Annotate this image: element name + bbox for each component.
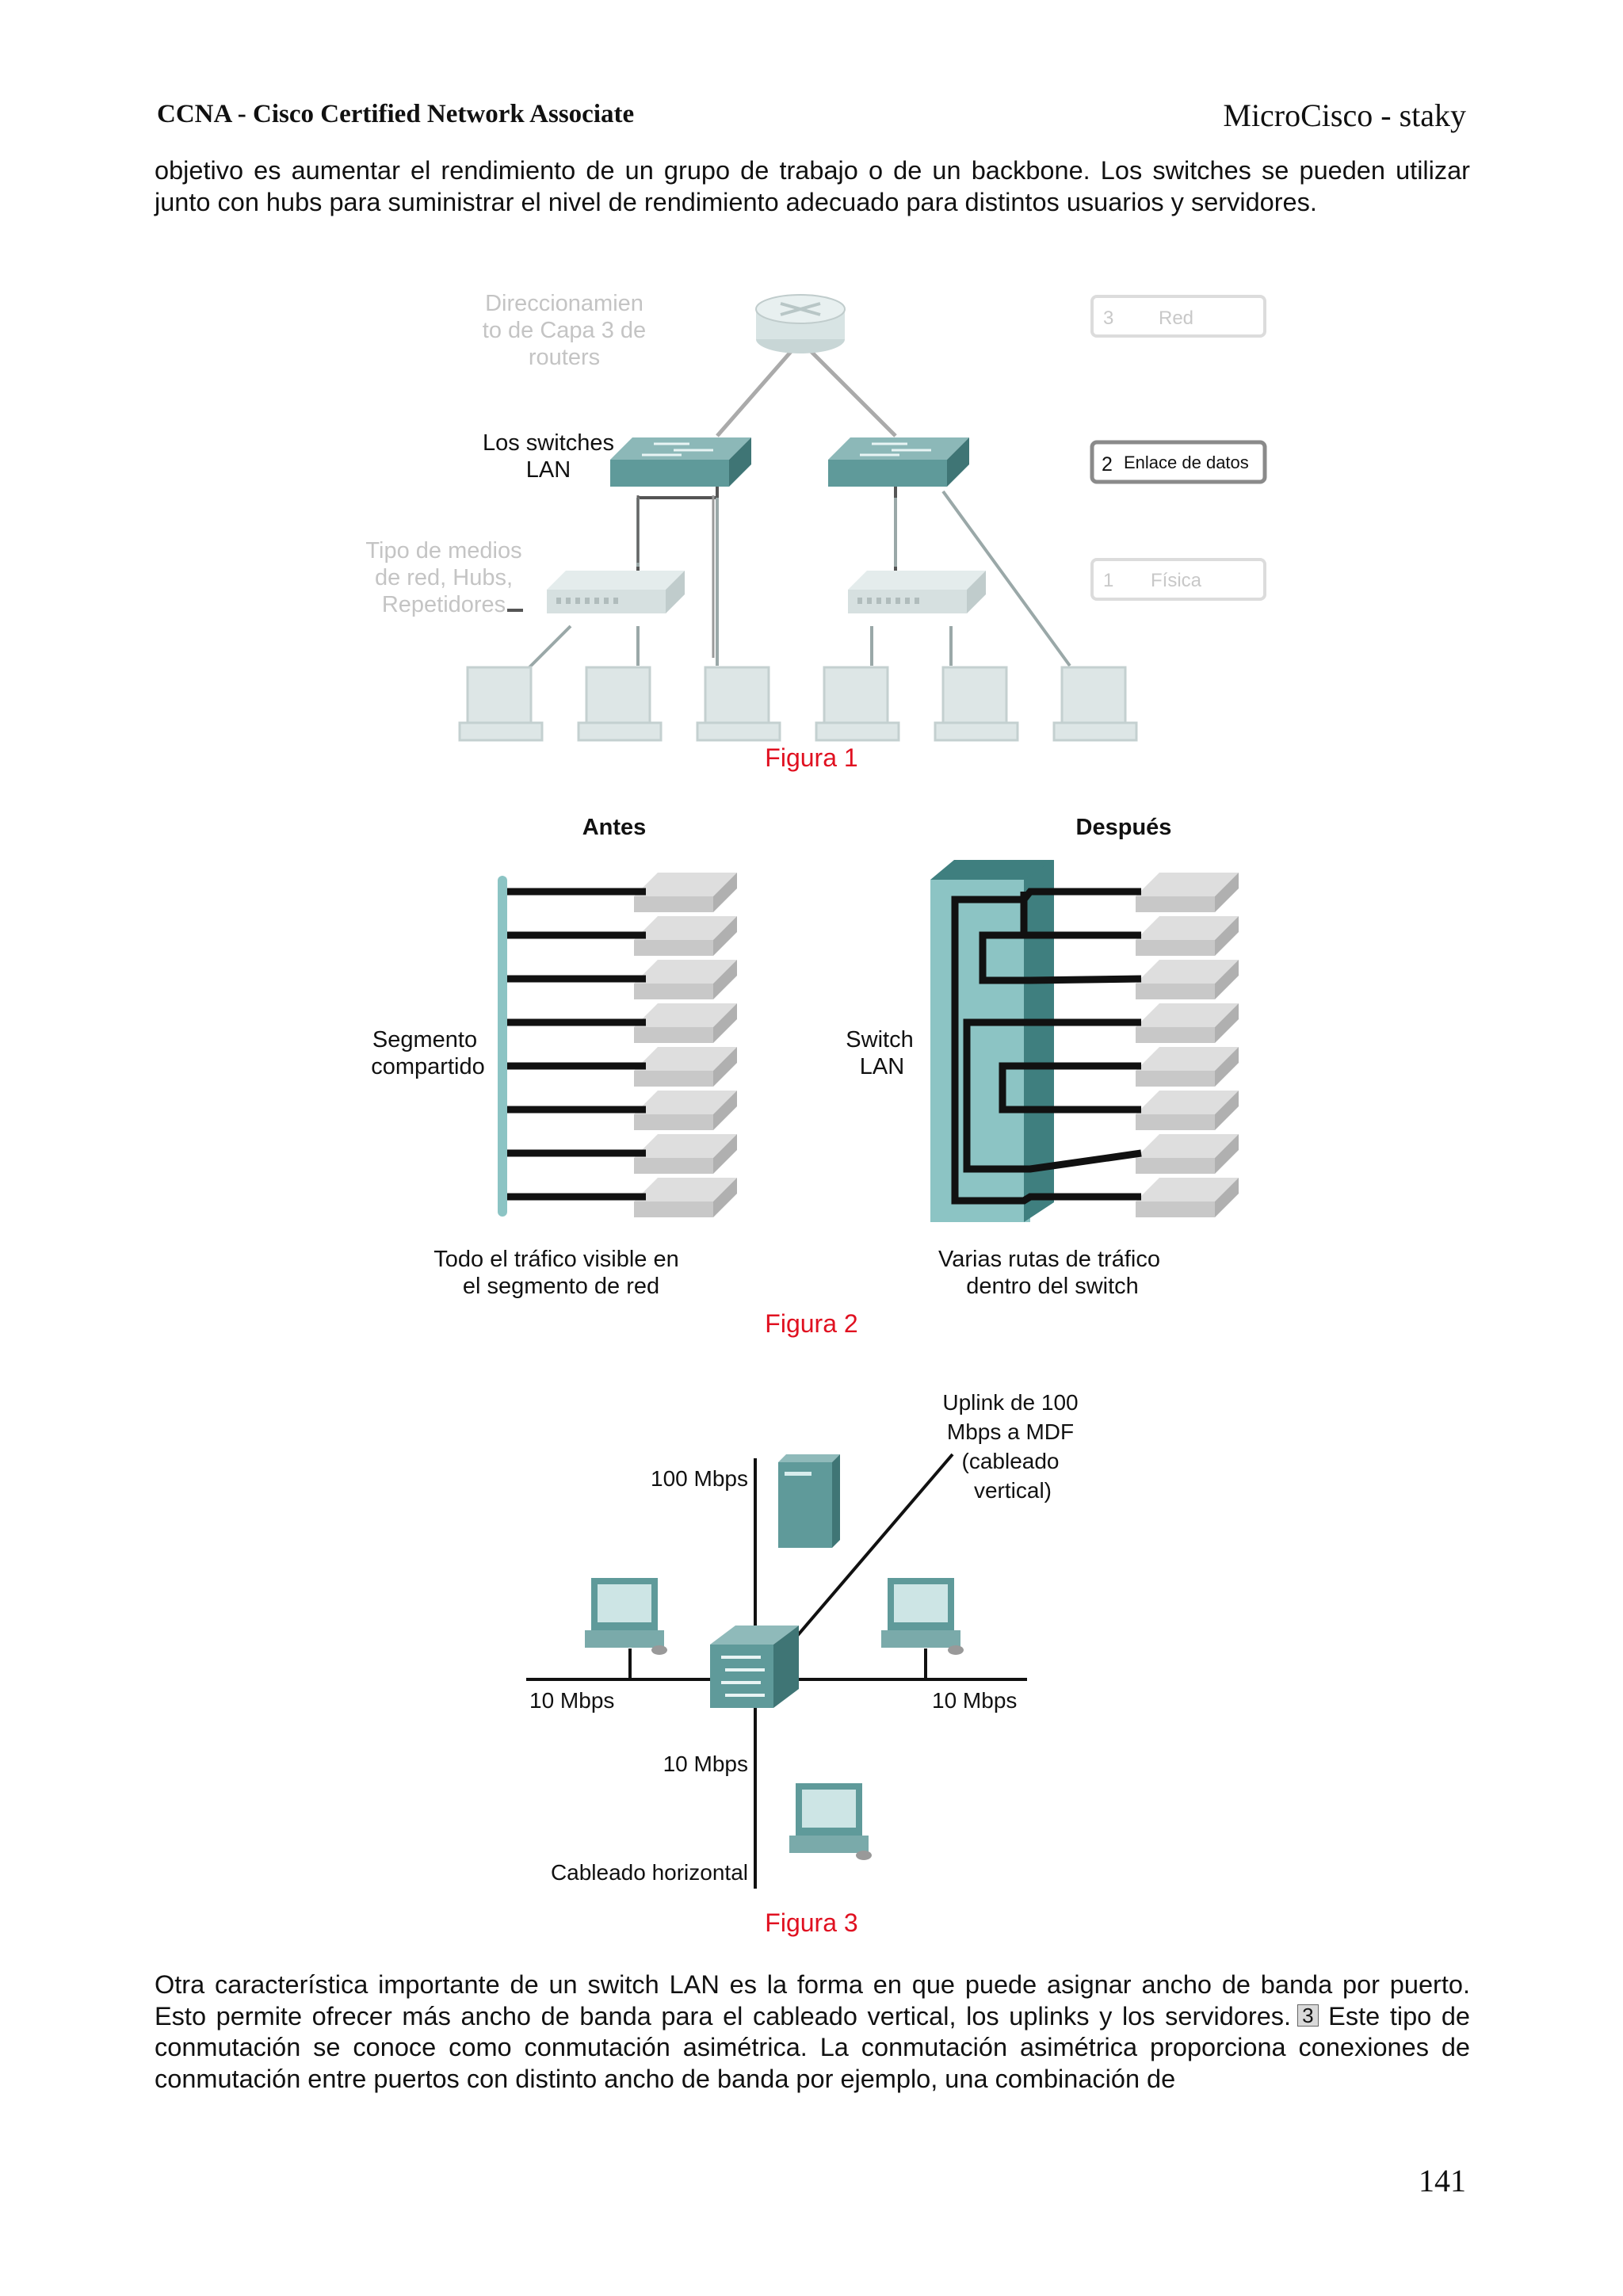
paragraph-bandwidth-part1: Otra característica importante de un swi… [155, 1970, 1470, 2030]
note-after-line2: dentro del switch [966, 1274, 1139, 1299]
label-segment-line2: compartido [371, 1054, 484, 1079]
label-switches-line2: LAN [526, 457, 571, 483]
server-icon [778, 1454, 840, 1548]
horizontal-cabling-label: Cableado horizontal [551, 1860, 748, 1885]
uplink-line4: vertical) [974, 1478, 1052, 1503]
layer-2-box: 2 Enlace de datos [1090, 440, 1267, 484]
svg-text:3: 3 [1103, 308, 1113, 329]
label-routing-line2: to de Capa 3 de [483, 318, 646, 343]
pc-icon [881, 1578, 964, 1655]
label-routing-line3: routers [529, 345, 600, 370]
shared-segment [498, 876, 507, 1217]
layer-1-box: 1 Física [1090, 558, 1266, 601]
link-hub1-pc1 [521, 625, 572, 675]
pc-icon [458, 666, 544, 742]
link-router-switch2 [799, 339, 897, 437]
figure-2: Antes Después Segmento compartido Todo e… [341, 797, 1284, 1312]
label-media-line2: de red, Hubs, [375, 565, 513, 590]
link-switch2-pc6 [941, 490, 1071, 667]
label-switches-line1: Los switches [483, 430, 614, 456]
pc-icon [696, 666, 781, 742]
switch-icon [710, 1626, 799, 1708]
figure-reference-link[interactable]: 3 [1297, 2004, 1319, 2027]
speed-top: 100 Mbps [651, 1466, 748, 1491]
label-media-line1: Tipo de medios [365, 538, 521, 563]
speed-right: 10 Mbps [932, 1688, 1017, 1713]
figure-1-caption: Figura 1 [765, 743, 858, 772]
paragraph-bandwidth-part2: Este tipo de conmutación se conoce como … [155, 2001, 1471, 2093]
figure-3-caption: Figura 3 [765, 1908, 858, 1937]
pc-icon [815, 666, 900, 742]
lan-switch-block [930, 860, 1054, 1222]
hub-icon [547, 571, 685, 613]
switch-paths [951, 888, 1142, 1205]
speed-bottom: 10 Mbps [663, 1752, 748, 1776]
figure-3: Uplink de 100 Mbps a MDF (cableado verti… [523, 1375, 1078, 1898]
switch-icon [828, 437, 969, 487]
uplink-line2: Mbps a MDF [947, 1419, 1074, 1444]
uplink-line1: Uplink de 100 [942, 1390, 1078, 1415]
label-routing-line1: Direccionamien [485, 291, 643, 316]
hub-icon [848, 571, 986, 613]
router-icon [755, 294, 846, 353]
note-before-line1: Todo el tráfico visible en [433, 1247, 679, 1272]
svg-text:1: 1 [1103, 570, 1113, 591]
label-switch-line1: Switch [846, 1027, 913, 1052]
pc-icon [577, 666, 663, 742]
svg-text:Enlace de datos: Enlace de datos [1124, 453, 1249, 472]
pc-icon [585, 1578, 667, 1655]
pc-icon [934, 666, 1019, 742]
label-media-line3: Repetidores [382, 592, 506, 617]
speed-left: 10 Mbps [529, 1688, 614, 1713]
link-router-switch1 [716, 339, 802, 437]
layer-3-box: 3 Red [1090, 295, 1266, 338]
pc-icon [789, 1783, 872, 1860]
svg-text:Red: Red [1159, 308, 1193, 329]
svg-text:2: 2 [1102, 453, 1113, 476]
switch-icon [610, 437, 751, 487]
pc-icon [1052, 666, 1138, 742]
after-title: Después [1076, 815, 1172, 840]
paragraph-bandwidth: Otra característica importante de un swi… [155, 1969, 1470, 2095]
figure-1: Direccionamien to de Capa 3 de routers L… [341, 277, 1284, 749]
before-title: Antes [582, 815, 647, 840]
note-after-line1: Varias rutas de tráfico [938, 1247, 1160, 1272]
figure-2-caption: Figura 2 [765, 1309, 858, 1338]
svg-text:Física: Física [1151, 570, 1202, 591]
header-author: MicroCisco - staky [1223, 97, 1466, 133]
segment-connections [507, 888, 646, 1201]
label-switch-line2: LAN [860, 1054, 904, 1079]
label-segment-line1: Segmento [372, 1027, 477, 1052]
note-before-line2: el segmento de red [463, 1274, 659, 1299]
paragraph-intro: objetivo es aumentar el rendimiento de u… [155, 156, 1470, 216]
page-number: 141 [1419, 2163, 1466, 2199]
header-title: CCNA - Cisco Certified Network Associate [157, 100, 635, 128]
uplink-line3: (cableado [962, 1449, 1060, 1473]
